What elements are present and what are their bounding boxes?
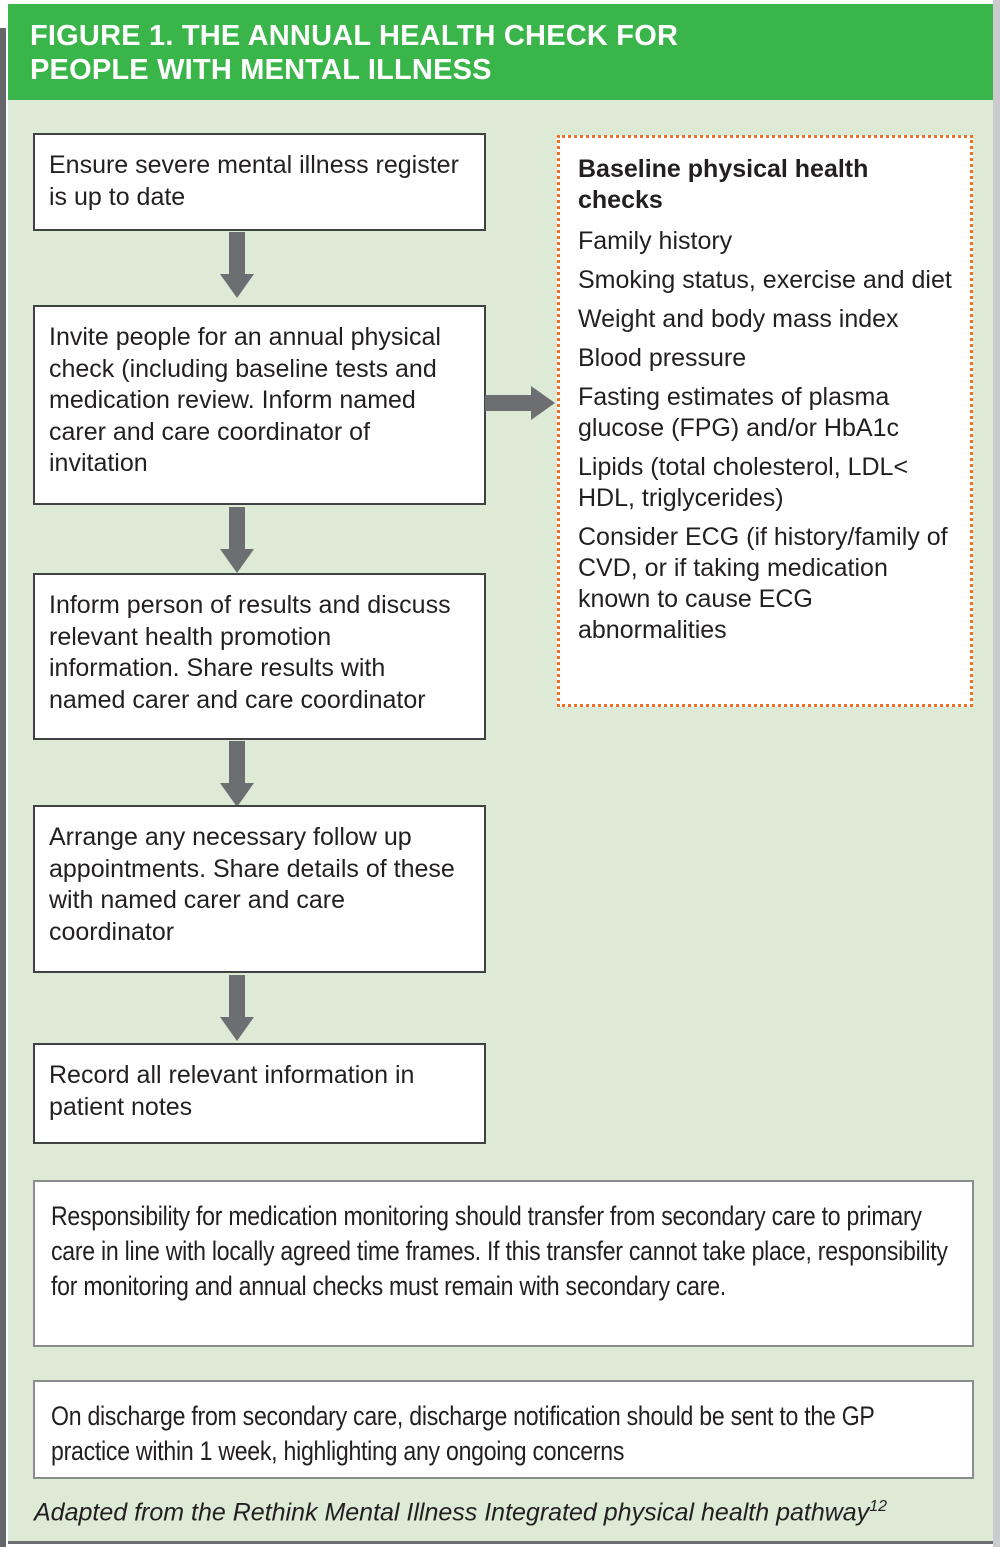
baseline-item-ecg: Consider ECG (if history/family of CVD, … [578, 523, 948, 644]
flow-step-invite-text: Invite people for an annual physical che… [49, 323, 441, 477]
down-arrow-icon [220, 232, 254, 298]
flow-step-invite: Invite people for an annual physical che… [33, 305, 486, 505]
down-arrow-icon [220, 507, 254, 573]
note-medication-monitoring: Responsibility for medication monitoring… [33, 1180, 974, 1347]
note-discharge: On discharge from secondary care, discha… [33, 1380, 974, 1479]
right-arrow-icon [485, 386, 555, 420]
baseline-item-fasting-glucose: Fasting estimates of plasma glucose (FPG… [578, 383, 899, 442]
flow-step-register: Ensure severe mental illness register is… [33, 133, 486, 231]
baseline-item-blood-pressure: Blood pressure [578, 344, 747, 372]
flow-step-follow-up-text: Arrange any necessary follow up appointm… [49, 823, 455, 946]
page-edge-right [993, 0, 1000, 1547]
footnote-reference: 12 [869, 1498, 888, 1515]
flow-step-inform-results: Inform person of results and discuss rel… [33, 573, 486, 740]
flow-step-register-text: Ensure severe mental illness register is… [49, 151, 459, 211]
footnote-text: Adapted from the Rethink Mental Illness … [34, 1498, 870, 1527]
flow-step-inform-results-text: Inform person of results and discuss rel… [49, 591, 451, 714]
figure-panel: FIGURE 1. THE ANNUAL HEALTH CHECK FOR PE… [8, 4, 993, 1544]
flow-step-record-notes: Record all relevant information in patie… [33, 1043, 486, 1144]
baseline-item-family-history: Family history [578, 227, 733, 255]
figure-title-line-1: FIGURE 1. THE ANNUAL HEALTH CHECK FOR [30, 20, 679, 52]
figure-title-line-2: PEOPLE WITH MENTAL ILLNESS [30, 54, 492, 86]
footnote: Adapted from the Rethink Mental Illness … [34, 1492, 887, 1527]
flow-step-follow-up: Arrange any necessary follow up appointm… [33, 805, 486, 973]
note-discharge-text: On discharge from secondary care, discha… [51, 1401, 875, 1466]
baseline-item-weight-bmi: Weight and body mass index [578, 305, 899, 333]
baseline-checks-heading: Baseline physical health checks [578, 155, 869, 214]
baseline-item-lipids: Lipids (total cholesterol, LDL< HDL, tri… [578, 453, 909, 512]
figure-title-bar: FIGURE 1. THE ANNUAL HEALTH CHECK FOR PE… [8, 4, 993, 100]
flow-step-record-notes-text: Record all relevant information in patie… [49, 1061, 415, 1121]
page-edge-left [0, 28, 6, 1547]
note-medication-monitoring-text: Responsibility for medication monitoring… [51, 1201, 948, 1301]
baseline-checks-box: Baseline physical health checks Family h… [557, 135, 973, 707]
baseline-item-smoking: Smoking status, exercise and diet [578, 266, 952, 294]
down-arrow-icon [220, 741, 254, 807]
down-arrow-icon [220, 975, 254, 1041]
